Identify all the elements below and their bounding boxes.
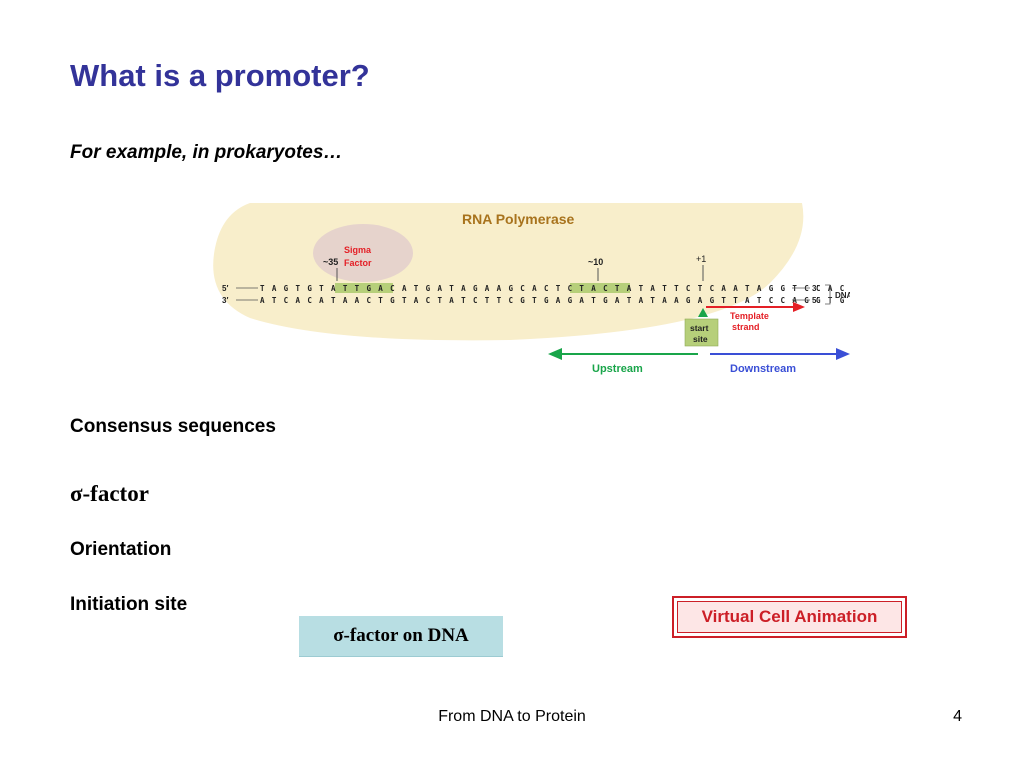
virtual-cell-animation-inner: Virtual Cell Animation bbox=[677, 601, 902, 633]
virtual-cell-animation-label: Virtual Cell Animation bbox=[701, 607, 878, 626]
minus10-box bbox=[570, 283, 630, 293]
promoter-diagram: RNA Polymerase Sigma Factor ~35 ~10 +1 5… bbox=[213, 203, 850, 375]
template-label-line2: strand bbox=[732, 322, 760, 332]
template-label-line1: Template bbox=[730, 311, 769, 321]
start-site-line1: start bbox=[690, 323, 709, 333]
page-number: 4 bbox=[953, 708, 962, 725]
slide-title: What is a promoter? bbox=[70, 58, 370, 93]
top-3prime: 3′ bbox=[812, 284, 818, 293]
sigma-label-line1: Sigma bbox=[344, 245, 372, 255]
bottom-5prime: 5′ bbox=[812, 296, 818, 305]
sigma-factor-shape bbox=[313, 224, 413, 282]
footer-title: From DNA to Protein bbox=[438, 708, 586, 725]
upstream-label: Upstream bbox=[592, 363, 643, 375]
top-5prime: 5′ bbox=[222, 284, 228, 293]
rna-polymerase-label: RNA Polymerase bbox=[462, 211, 575, 227]
sigma-label-line2: Factor bbox=[344, 258, 372, 268]
start-site-box bbox=[684, 318, 719, 347]
minus35-box bbox=[335, 283, 393, 293]
start-site-triangle bbox=[698, 308, 708, 317]
bullet-sigma-factor: σ-factor bbox=[70, 481, 149, 506]
bullet-consensus: Consensus sequences bbox=[70, 416, 276, 437]
virtual-cell-animation-button[interactable]: Virtual Cell Animation bbox=[672, 596, 907, 638]
minus35-label: ~35 bbox=[323, 257, 338, 267]
bottom-strand: A T C A C A T A A C T G T A C T A T C T … bbox=[260, 296, 850, 305]
minus10-label: ~10 bbox=[588, 257, 603, 267]
sigma-factor-link-label: σ-factor on DNA bbox=[333, 625, 469, 646]
bullet-orientation: Orientation bbox=[70, 539, 172, 560]
subtitle: For example, in prokaryotes… bbox=[70, 142, 343, 163]
sigma-factor-link-button[interactable]: σ-factor on DNA bbox=[299, 616, 503, 657]
dna-label: DNA bbox=[835, 291, 850, 300]
plus1-label: +1 bbox=[696, 254, 706, 264]
top-strand: T A G T G T A T T G A C A T G A T A G A … bbox=[260, 284, 850, 293]
start-site-line2: site bbox=[693, 334, 708, 344]
bottom-3prime: 3′ bbox=[222, 296, 228, 305]
downstream-label: Downstream bbox=[730, 363, 796, 375]
bullet-initiation-site: Initiation site bbox=[70, 594, 188, 615]
